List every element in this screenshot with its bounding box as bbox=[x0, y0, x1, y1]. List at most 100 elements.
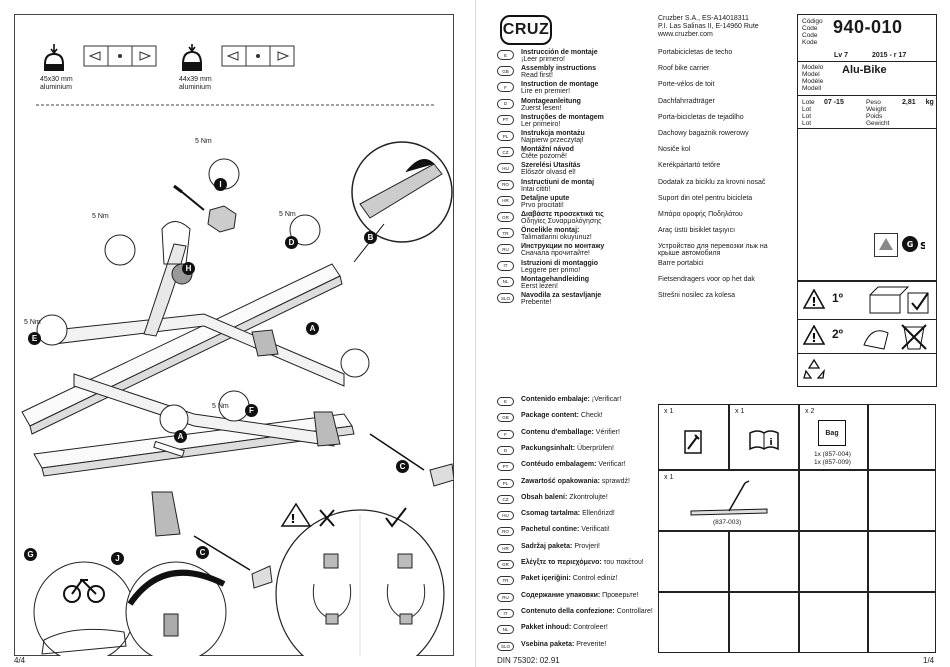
bag-ref-2: 1x (857-009) bbox=[814, 459, 851, 466]
part-cell-empty bbox=[868, 404, 936, 470]
language-code-badge: RU bbox=[497, 244, 514, 255]
model-label: Modelo bbox=[802, 64, 824, 71]
language-code-badge: GB bbox=[497, 66, 514, 77]
language-subtitle: Lire en premier! bbox=[521, 88, 571, 96]
marker-i: I bbox=[214, 178, 227, 191]
package-content-value: Provjeri! bbox=[574, 542, 600, 550]
code-label: Código bbox=[802, 18, 823, 25]
language-code-badge: IT bbox=[497, 608, 514, 618]
level: Lv 7 bbox=[834, 52, 849, 59]
package-content-value: Überprüfen! bbox=[577, 444, 614, 452]
part-cell-empty bbox=[868, 592, 936, 653]
package-content-label: Содержание упаковки: bbox=[521, 591, 601, 599]
package-content-label: Pachetul contine: bbox=[521, 526, 580, 534]
svg-text:!: ! bbox=[290, 512, 295, 526]
language-code-badge: PT bbox=[497, 114, 514, 125]
torque-label-f: 5 Nm bbox=[212, 403, 229, 410]
bar-profile-45x30-icon bbox=[44, 44, 64, 71]
company-line: www.cruzber.com bbox=[658, 31, 713, 38]
language-code-badge: TR bbox=[497, 228, 514, 239]
marker-c-right: C bbox=[396, 460, 409, 473]
warning-triangle-icon-2: ! bbox=[803, 325, 825, 345]
language-code-badge: D bbox=[497, 445, 514, 455]
marker-g: G bbox=[24, 548, 37, 561]
bag-ref-1: 1x (857-004) bbox=[814, 451, 851, 458]
package-content-label: Contenuto della confezione: bbox=[521, 607, 615, 615]
language-product: Μπάρα οροφής Ποδηλάτου bbox=[658, 211, 743, 218]
bar2-size: 44x39 mm bbox=[179, 76, 212, 83]
package-content-text: Ελέγξτε το περιεχόμενο: του πακέτου! bbox=[521, 559, 644, 566]
package-content-label: Vsebina paketa: bbox=[521, 640, 575, 648]
cruz-logo: CRUZ bbox=[500, 15, 552, 45]
bar-profile-icons bbox=[44, 44, 295, 71]
language-subtitle: Οδηγίες Συναρμολόγησης bbox=[521, 218, 602, 225]
language-product: Roof bike carrier bbox=[658, 65, 710, 73]
language-title: Instructiuni de montaj bbox=[521, 178, 595, 186]
weight-label: Poids bbox=[866, 113, 883, 120]
weight-label: Weight bbox=[866, 106, 887, 113]
language-product-line2: крыше автомобиля bbox=[658, 250, 721, 258]
part-qty: x 1 bbox=[735, 408, 745, 415]
package-content-text: Contéudo embalagem: Verificar! bbox=[521, 461, 626, 468]
language-subtitle: Talimatlarini okuyunuz! bbox=[521, 234, 592, 242]
warning-triangle-icon: ! bbox=[803, 289, 825, 309]
lot-label: Lot bbox=[802, 120, 812, 127]
language-subtitle: Először olvasd el! bbox=[521, 169, 576, 177]
package-content-label: Contenu d'emballage: bbox=[521, 428, 594, 436]
package-content-text: Packungsinhalt: Überprüfen! bbox=[521, 445, 614, 452]
warning-steps-box: ! 1º ! 2º bbox=[797, 280, 937, 387]
part-qty: x 2 bbox=[805, 408, 815, 415]
language-code-badge: IT bbox=[497, 260, 514, 271]
language-product: Porta-bicicletas de tejadilho bbox=[658, 113, 744, 121]
package-content-value: Vérifier! bbox=[595, 428, 620, 436]
language-product: Portabicicletas de techo bbox=[658, 49, 733, 56]
language-code-badge: GB bbox=[497, 413, 514, 423]
package-content-value: Verificati! bbox=[581, 526, 610, 534]
part-cell-empty bbox=[868, 470, 936, 531]
language-title: Szerelési Utasítás bbox=[521, 162, 581, 170]
language-code-badge: SLO bbox=[497, 641, 514, 651]
package-content-label: Paket içeriğini: bbox=[521, 575, 571, 583]
language-code-badge: D bbox=[497, 98, 514, 109]
language-code-badge: F bbox=[497, 429, 514, 439]
package-content-label: Contéudo embalagem: bbox=[521, 461, 597, 469]
bar2-material: aluminium bbox=[179, 84, 211, 91]
weight-labels: Peso Weight Poids Gewicht bbox=[866, 99, 889, 127]
language-subtitle: Read first! bbox=[521, 72, 553, 80]
package-content-label: Pakket inhoud: bbox=[521, 624, 572, 632]
package-content-text: Contenu d'emballage: Vérifier! bbox=[521, 429, 620, 436]
torque-label-i: 5 Nm bbox=[195, 138, 212, 145]
language-title: Instrukcja montażu bbox=[521, 130, 585, 137]
package-content-label: Sadržaj paketa: bbox=[521, 542, 573, 550]
marker-a-top: A bbox=[306, 322, 319, 335]
svg-text:G: G bbox=[907, 240, 914, 249]
part-cell-bar: x 1 (837-003) bbox=[658, 470, 799, 531]
package-content-value: ¡Verificar! bbox=[591, 396, 622, 403]
page-number-right: 1/4 bbox=[923, 656, 935, 665]
language-code-badge: HU bbox=[497, 163, 514, 174]
language-product: Устройство для перевозки льж на bbox=[658, 243, 768, 251]
language-subtitle: Zuerst lesen! bbox=[521, 104, 562, 112]
package-content-label: Ελέγξτε το περιεχόμενο: bbox=[521, 559, 602, 566]
language-product: Fietsendragers voor op het dak bbox=[658, 275, 755, 283]
language-code-badge: RO bbox=[497, 527, 514, 537]
language-code-badge: HR bbox=[497, 195, 514, 206]
language-title: Montageanleitung bbox=[521, 97, 581, 105]
language-subtitle: Ler primeiro! bbox=[521, 120, 561, 128]
language-code-badge: E bbox=[497, 50, 514, 60]
package-content-text: Package content: Check! bbox=[521, 412, 603, 419]
torque-label-h: 5 Nm bbox=[92, 213, 109, 220]
language-code-badge: CZ bbox=[497, 494, 514, 504]
part-cell-empty bbox=[729, 531, 799, 592]
marker-d: D bbox=[285, 236, 298, 249]
part-cell-bag: x 2 Bag 1x (857-004) 1x (857-009) bbox=[799, 404, 868, 470]
part-cell-empty bbox=[658, 592, 729, 653]
marker-h: H bbox=[182, 262, 195, 275]
package-content-value: Verificar! bbox=[598, 461, 626, 469]
marker-e: E bbox=[28, 332, 41, 345]
model-name: Alu-Bike bbox=[842, 64, 887, 76]
package-content-label: Csomag tartalma: bbox=[521, 510, 581, 518]
part-cell-instructions: x 1 bbox=[658, 404, 729, 470]
package-content-text: Содержание упаковки: Проверьте! bbox=[521, 592, 638, 599]
bar1-size: 45x30 mm bbox=[40, 76, 73, 83]
